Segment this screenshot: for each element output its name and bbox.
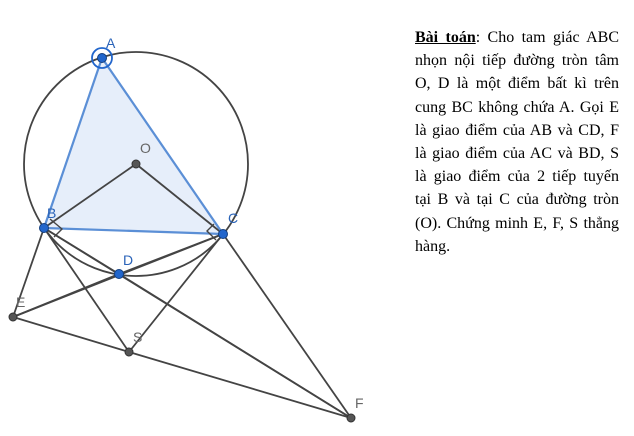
segment-ac — [101, 57, 224, 235]
segment-bc — [43, 226, 224, 236]
problem-statement: Bài toán: Cho tam giác ABC nhọn nội tiếp… — [415, 26, 619, 258]
segment-cf — [222, 233, 352, 419]
point-e — [8, 312, 18, 322]
label-f: F — [355, 395, 364, 411]
label-a: A — [106, 35, 116, 51]
label-c: C — [228, 210, 238, 226]
radius-ob — [43, 163, 137, 229]
point-d — [114, 269, 124, 279]
point-f — [346, 413, 356, 423]
radius-oc — [135, 163, 224, 235]
tangent-cs — [128, 233, 224, 353]
label-b: B — [47, 205, 56, 221]
problem-body: : Cho tam giác ABC nhọn nội tiếp đường t… — [415, 29, 619, 255]
problem-title: Bài toán — [415, 29, 476, 46]
label-o: O — [140, 140, 151, 156]
segment-es — [12, 316, 130, 353]
label-d: D — [123, 252, 133, 268]
label-s: S — [133, 329, 142, 345]
right-angle-mark-b — [49, 218, 64, 238]
point-a — [97, 53, 107, 63]
point-s — [124, 347, 134, 357]
segment-ab — [42, 57, 104, 229]
point-c — [218, 229, 228, 239]
tangent-bs — [43, 227, 130, 353]
segment-be — [12, 227, 45, 318]
point-o — [131, 159, 141, 169]
geometry-figure: A B C D O E S F — [8, 35, 364, 423]
right-angle-mark-c — [206, 223, 217, 241]
segment-sf — [128, 351, 352, 419]
label-e: E — [16, 294, 25, 310]
point-b — [39, 223, 49, 233]
triangle-abc — [44, 58, 223, 234]
point-a-ring — [91, 47, 113, 69]
circumcircle-o — [23, 51, 249, 277]
segment-bf — [43, 227, 352, 419]
